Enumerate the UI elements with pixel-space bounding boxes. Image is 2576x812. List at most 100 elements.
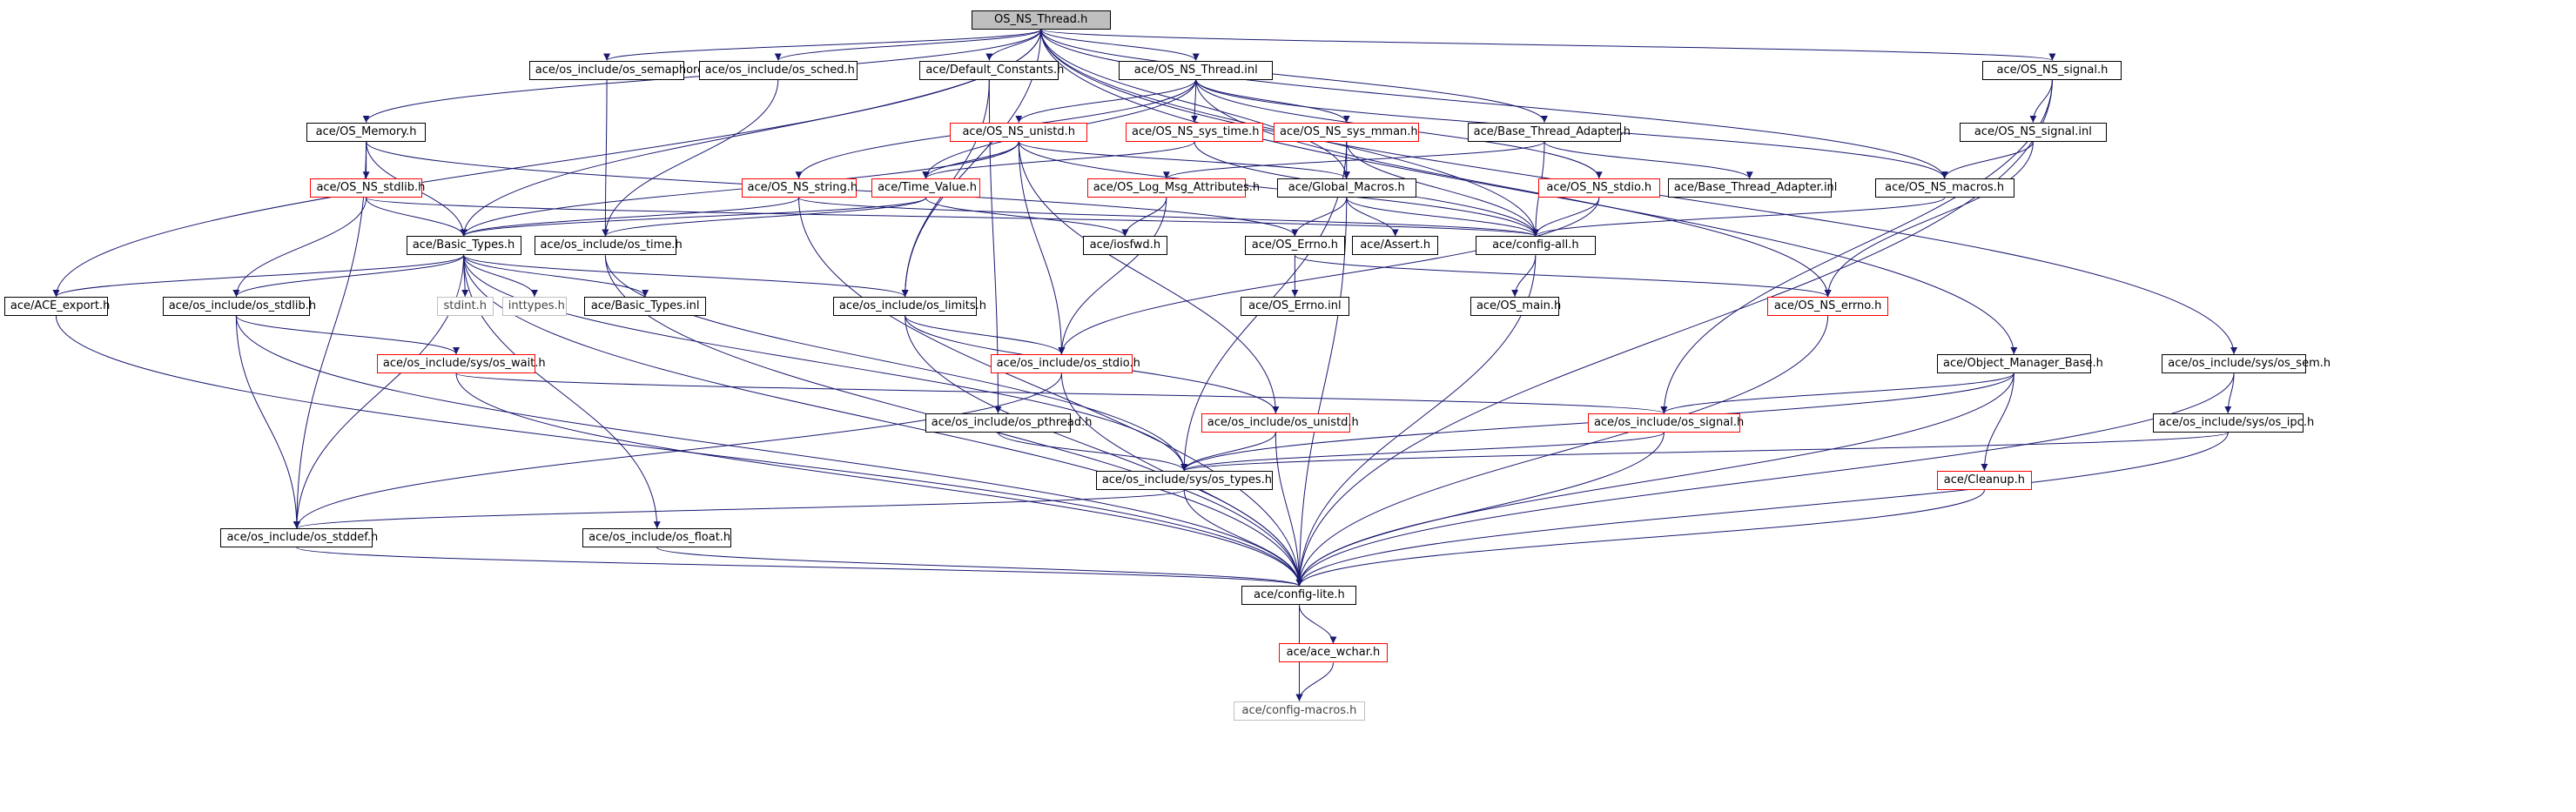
edge-bta-h-to-bta-inl	[1544, 141, 1753, 179]
edge-os-unistd-to-config-lite	[1275, 432, 1303, 587]
edge-ns-errno-to-config-lite	[1295, 315, 1829, 587]
node-sys-mman[interactable]: ace/OS_NS_sys_mman.h	[1274, 122, 1420, 142]
edge-os-ipc-to-config-lite	[1295, 432, 2229, 587]
edge-os-memory-to-os-stddef	[293, 141, 367, 529]
edge-os-semaphore-to-os-time	[602, 79, 609, 237]
edge-ns-string-to-config-lite	[798, 198, 1303, 587]
edge-os-float-to-config-lite	[656, 547, 1303, 587]
edge-log-msg-to-iosfwd	[1121, 198, 1167, 237]
node-cleanup[interactable]: ace/Cleanup.h	[1936, 471, 2033, 491]
node-os-stdlib[interactable]: ace/os_include/os_stdlib.h	[162, 296, 316, 316]
edge-os-stdlib-to-os-wait	[235, 315, 460, 355]
edge-global-macros-to-config-lite	[1295, 198, 1348, 587]
node-os-memory[interactable]: ace/OS_Memory.h	[306, 122, 427, 142]
edge-root-to-default-constants	[985, 29, 1042, 61]
node-config-macros[interactable]: ace/config-macros.h	[1234, 701, 1365, 721]
edge-log-msg-to-os-stdio	[1058, 198, 1167, 355]
edge-sys-mman-to-config-all	[1346, 141, 1539, 237]
edge-signal-h-to-config-lite	[1295, 79, 2053, 587]
node-os-errno-inl[interactable]: ace/OS_Errno.inl	[1241, 296, 1349, 316]
node-ace-export[interactable]: ace/ACE_export.h	[3, 296, 110, 316]
node-assert-h[interactable]: ace/Assert.h	[1352, 236, 1438, 256]
edge-os-time-to-sys-types	[604, 255, 1188, 472]
edge-sys-types-to-os-stddef	[293, 489, 1185, 529]
edge-time-value-to-os-time	[602, 197, 926, 237]
node-config-all[interactable]: ace/config-all.h	[1476, 236, 1596, 256]
edge-root-to-os-semaphore	[603, 29, 1042, 61]
edge-global-macros-to-os-errno	[1291, 198, 1348, 237]
edge-os-sem-to-config-lite	[1295, 373, 2235, 587]
node-os-stdio[interactable]: ace/os_include/os_stdio.h	[990, 354, 1140, 374]
edge-config-all-to-os-main	[1511, 255, 1537, 297]
edge-ns-unistd-to-os-unistd	[1018, 141, 1280, 413]
edge-os-signal-to-sys-types	[1180, 432, 1665, 472]
node-os-pthread[interactable]: ace/os_include/os_pthread.h	[925, 413, 1092, 433]
node-os-wait[interactable]: ace/os_include/sys/os_wait.h	[376, 354, 546, 374]
node-ns-macros[interactable]: ace/OS_NS_macros.h	[1874, 178, 2014, 198]
edge-os-errno-to-ns-errno	[1294, 254, 1832, 298]
node-os-limits[interactable]: ace/os_include/os_limits.h	[832, 296, 986, 316]
edge-os-signal-to-config-lite	[1295, 432, 1665, 587]
node-ns-errno[interactable]: ace/OS_NS_errno.h	[1766, 296, 1889, 316]
node-os-unistd[interactable]: ace/os_include/os_unistd.h	[1201, 413, 1359, 433]
node-ns-unistd[interactable]: ace/OS_NS_unistd.h	[950, 122, 1088, 142]
node-stdint[interactable]: stdint.h	[436, 296, 494, 316]
node-omb[interactable]: ace/Object_Manager_Base.h	[1936, 354, 2103, 374]
edge-ns-stdio-to-os-stdio	[1058, 198, 1600, 355]
node-os-main[interactable]: ace/OS_main.h	[1470, 296, 1561, 316]
node-default-constants[interactable]: ace/Default_Constants.h	[919, 60, 1064, 80]
node-iosfwd[interactable]: ace/iosfwd.h	[1082, 236, 1167, 256]
node-os-sem[interactable]: ace/os_include/sys/os_sem.h	[2162, 354, 2331, 374]
edge-ace-wchar-to-config-macros	[1295, 662, 1334, 701]
edge-basic-types-to-sys-types	[463, 255, 1188, 472]
edge-cleanup-to-config-lite	[1295, 489, 1985, 587]
edge-os-stdlib-to-config-lite	[235, 315, 1303, 587]
node-basic-types-inl[interactable]: ace/Basic_Types.inl	[584, 296, 706, 316]
edge-os-pthread-to-sys-types	[998, 432, 1188, 472]
node-ns-stdio[interactable]: ace/OS_NS_stdio.h	[1538, 178, 1660, 198]
edge-config-lite-to-ace-wchar	[1298, 605, 1337, 644]
node-os-errno[interactable]: ace/OS_Errno.h	[1244, 236, 1346, 256]
edge-basic-types-to-os-stdlib	[232, 255, 465, 298]
edge-root-to-omb	[1040, 29, 2018, 355]
node-config-lite[interactable]: ace/config-lite.h	[1241, 586, 1357, 606]
edge-sys-types-to-config-lite	[1183, 490, 1303, 587]
node-sys-time[interactable]: ace/OS_NS_sys_time.h	[1126, 122, 1264, 142]
edge-ns-stdlib-to-os-stdlib	[232, 198, 367, 297]
edge-os-sched-to-os-time	[602, 79, 779, 237]
edge-thread-inl-to-sys-mman	[1195, 79, 1350, 123]
edge-omb-to-os-signal	[1660, 372, 2014, 414]
node-os-sched[interactable]: ace/os_include/os_sched.h	[698, 60, 858, 80]
edge-sys-time-to-time-value	[922, 141, 1195, 179]
node-sys-types[interactable]: ace/os_include/sys/os_types.h	[1095, 471, 1273, 491]
node-ns-string[interactable]: ace/OS_NS_string.h	[741, 178, 858, 198]
node-ns-stdlib[interactable]: ace/OS_NS_stdlib.h	[310, 178, 425, 198]
node-os-signal[interactable]: ace/os_include/os_signal.h	[1587, 413, 1744, 433]
edge-os-stdlib-to-os-stddef	[235, 315, 300, 529]
node-signal-h[interactable]: ace/OS_NS_signal.h	[1982, 60, 2122, 80]
node-ace-wchar[interactable]: ace/ace_wchar.h	[1279, 643, 1388, 663]
node-os-semaphore[interactable]: ace/os_include/os_semaphore.h	[528, 60, 715, 80]
edge-thread-inl-to-ns-unistd	[1015, 79, 1197, 123]
node-root[interactable]: OS_NS_Thread.h	[971, 10, 1111, 30]
node-basic-types[interactable]: ace/Basic_Types.h	[406, 236, 521, 256]
edge-global-macros-to-assert-h	[1346, 198, 1399, 237]
edge-ns-string-to-config-all	[798, 197, 1539, 237]
node-os-stddef[interactable]: ace/os_include/os_stddef.h	[220, 528, 378, 548]
node-os-float[interactable]: ace/os_include/os_float.h	[582, 528, 732, 548]
node-os-time[interactable]: ace/os_include/os_time.h	[534, 236, 683, 256]
edge-thread-inl-to-ns-errno	[1195, 79, 1832, 297]
node-os-ipc[interactable]: ace/os_include/sys/os_ipc.h	[2152, 413, 2314, 433]
edge-ns-unistd-to-basic-types	[460, 141, 1019, 237]
node-log-msg[interactable]: ace/OS_Log_Msg_Attributes.h	[1086, 178, 1260, 198]
node-signal-inl[interactable]: ace/OS_NS_signal.inl	[1959, 122, 2107, 142]
node-bta-h[interactable]: ace/Base_Thread_Adapter.h	[1467, 122, 1631, 142]
edge-signal-inl-to-ns-errno	[1824, 141, 2034, 297]
edge-bta-h-to-log-msg	[1163, 141, 1545, 179]
node-inttypes[interactable]: inttypes.h	[501, 296, 568, 316]
edge-ns-stdlib-to-basic-types	[366, 198, 467, 237]
node-thread-inl[interactable]: ace/OS_NS_Thread.inl	[1119, 60, 1274, 80]
node-bta-inl[interactable]: ace/Base_Thread_Adapter.inl	[1667, 178, 1837, 198]
node-time-value[interactable]: ace/Time_Value.h	[871, 178, 980, 198]
node-global-macros[interactable]: ace/Global_Macros.h	[1276, 178, 1416, 198]
